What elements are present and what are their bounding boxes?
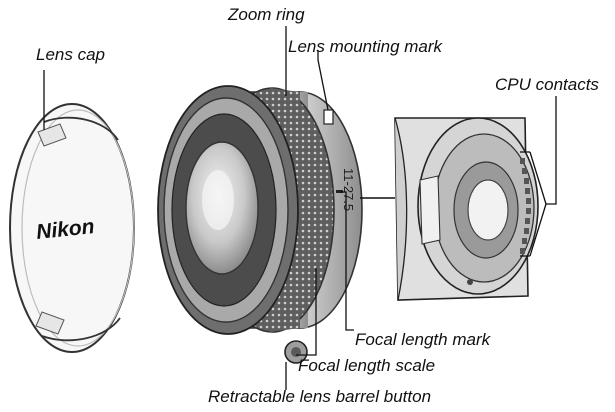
label-lens-cap: Lens cap (36, 45, 105, 64)
focal-scale-text: 11-27.5 (341, 168, 356, 211)
label-focal-length-scale: Focal length scale (298, 356, 435, 375)
lens-illustration: 11-27.5 (157, 85, 363, 364)
label-focal-length-mark: Focal length mark (355, 330, 492, 349)
label-retractable-button: Retractable lens barrel button (208, 387, 431, 406)
label-zoom-ring: Zoom ring (227, 5, 305, 24)
cpu-contacts-illustration (520, 158, 531, 254)
label-cpu-contacts: CPU contacts (495, 75, 599, 94)
lens-mount-rear-view (394, 117, 539, 301)
focal-mark-tick (336, 190, 343, 193)
leader-lines (43, 26, 557, 390)
label-lens-mounting-mark: Lens mounting mark (288, 37, 444, 56)
mounting-mark-dot (323, 109, 334, 125)
lens-cap-illustration: Nikon (9, 103, 135, 353)
